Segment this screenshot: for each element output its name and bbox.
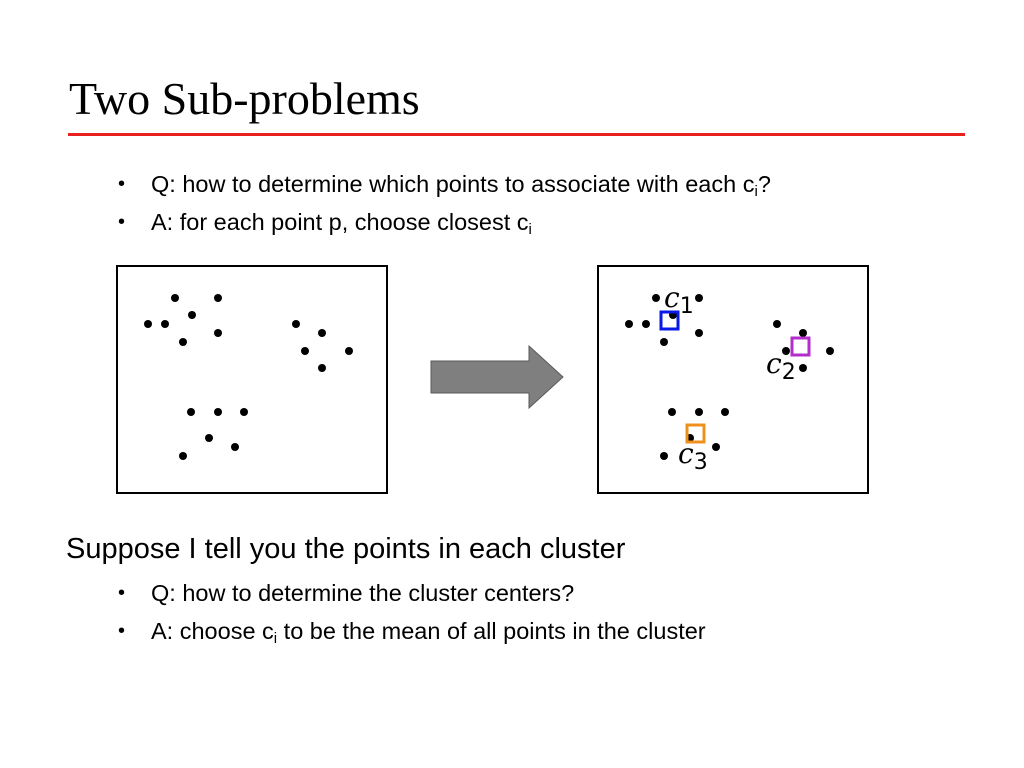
data-point: [652, 294, 660, 302]
data-point: [668, 408, 676, 416]
data-point: [187, 408, 195, 416]
data-point: [231, 443, 239, 451]
bottom-bullet-list: • Q: how to determine the cluster center…: [118, 574, 706, 650]
data-point: [161, 320, 169, 328]
data-point: [826, 347, 834, 355]
right-arrow: [430, 345, 564, 409]
data-point: [625, 320, 633, 328]
cluster-center-2-label: c2: [766, 347, 796, 385]
cluster-center-1-marker: [659, 310, 680, 331]
arrow-shape: [430, 345, 564, 409]
data-point: [695, 329, 703, 337]
data-point: [660, 452, 668, 460]
bullet-answer-centers: • A: choose ci to be the mean of all poi…: [118, 612, 706, 650]
data-point: [318, 364, 326, 372]
bullet-question-centers: • Q: how to determine the cluster center…: [118, 574, 706, 612]
data-point: [318, 329, 326, 337]
title-underline: [68, 133, 965, 136]
unclustered-points-panel: [116, 265, 388, 494]
clustered-points-panel: c1 c2 c3: [597, 265, 869, 494]
cluster-center-3-label: c3: [678, 437, 708, 475]
bullet-subscript: i: [754, 183, 758, 200]
data-point: [292, 320, 300, 328]
bullet-text: A: for each point p, choose closest c: [151, 209, 529, 235]
data-point: [773, 320, 781, 328]
data-point: [188, 311, 196, 319]
bullet-subscript: i: [528, 221, 532, 238]
data-point: [214, 294, 222, 302]
bullet-question-association: • Q: how to determine which points to as…: [118, 165, 771, 203]
data-point: [660, 338, 668, 346]
clustered-points-plot: c1 c2 c3: [625, 281, 834, 475]
data-point: [179, 452, 187, 460]
cluster-center-2-marker: [790, 336, 811, 357]
data-point: [240, 408, 248, 416]
bullet-text: Q: how to determine the cluster centers?: [151, 580, 575, 606]
bullet-subscript: i: [273, 630, 278, 647]
bullet-glyph: •: [118, 211, 126, 233]
cluster-center-1-label: c1: [664, 281, 694, 319]
section-heading: Suppose I tell you the points in each cl…: [66, 533, 626, 565]
bullet-glyph: •: [118, 582, 126, 604]
data-point: [695, 294, 703, 302]
data-point: [799, 364, 807, 372]
data-point: [642, 320, 650, 328]
bullet-text: Q: how to determine which points to asso…: [151, 171, 755, 197]
data-point: [301, 347, 309, 355]
data-point: [144, 320, 152, 328]
bullet-text-tail: ?: [757, 171, 771, 197]
data-point: [695, 408, 703, 416]
top-bullet-list: • Q: how to determine which points to as…: [118, 165, 771, 241]
data-point: [214, 329, 222, 337]
bullet-glyph: •: [118, 173, 126, 195]
unclustered-points-plot: [144, 294, 353, 460]
data-point: [712, 443, 720, 451]
data-point: [782, 347, 790, 355]
data-point: [179, 338, 187, 346]
bullet-text-tail: to be the mean of all points in the clus…: [277, 618, 706, 644]
data-point: [799, 329, 807, 337]
data-point: [205, 434, 213, 442]
data-point: [171, 294, 179, 302]
data-point: [214, 408, 222, 416]
data-point: [721, 408, 729, 416]
cluster-center-3-marker: [685, 423, 706, 444]
data-point: [345, 347, 353, 355]
bullet-text: A: choose c: [151, 618, 274, 644]
slide-title: Two Sub-problems: [69, 73, 420, 124]
bullet-answer-association: • A: for each point p, choose closest ci: [118, 203, 771, 241]
bullet-glyph: •: [118, 620, 126, 642]
